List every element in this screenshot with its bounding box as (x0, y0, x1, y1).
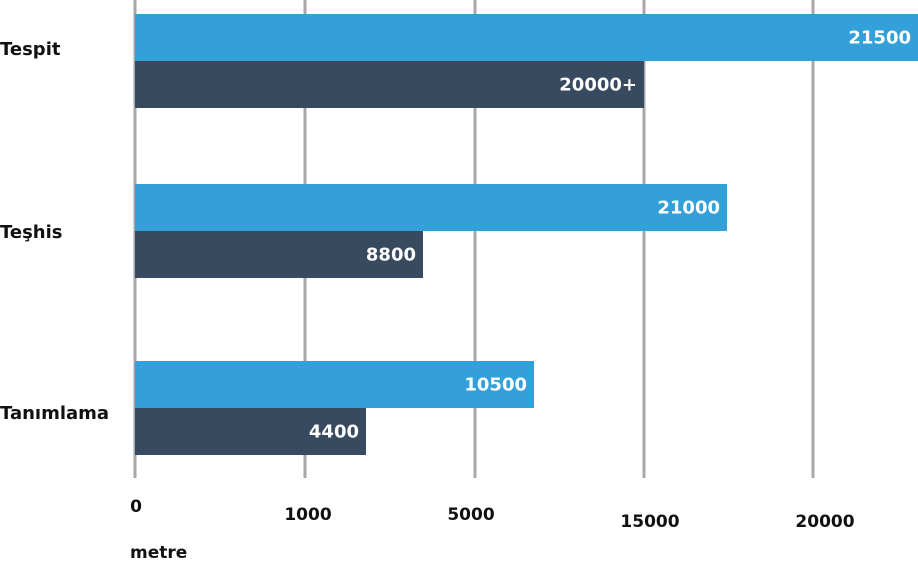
category-label: Tanımlama (0, 403, 109, 424)
bar (135, 408, 366, 455)
x-axis-label: metre (130, 543, 187, 563)
bar (135, 231, 423, 278)
category-label: Tespit (0, 39, 61, 60)
bar (135, 184, 727, 231)
bar-value-label: 21000 (657, 198, 720, 219)
x-tick-label: 15000 (620, 512, 679, 532)
bar (135, 61, 644, 108)
bar (135, 14, 918, 61)
bar-value-label: 10500 (464, 375, 527, 396)
x-tick-label: 1000 (284, 505, 331, 525)
bar-value-labels: 21500 21000 10500 20000+ 8800 4400 (309, 28, 911, 443)
x-tick-label: 0 (130, 497, 142, 517)
bar-value-label: 4400 (309, 422, 359, 443)
x-tick-label: 5000 (447, 505, 494, 525)
tick-labels: 0 1000 5000 15000 20000 (130, 497, 855, 532)
bars (135, 14, 918, 455)
bar-value-label: 8800 (366, 245, 416, 266)
category-label: Teşhis (0, 222, 63, 243)
bar-value-label: 20000+ (559, 75, 637, 96)
bar-value-label: 21500 (848, 28, 911, 49)
bar (135, 361, 534, 408)
x-tick-label: 20000 (795, 512, 854, 532)
